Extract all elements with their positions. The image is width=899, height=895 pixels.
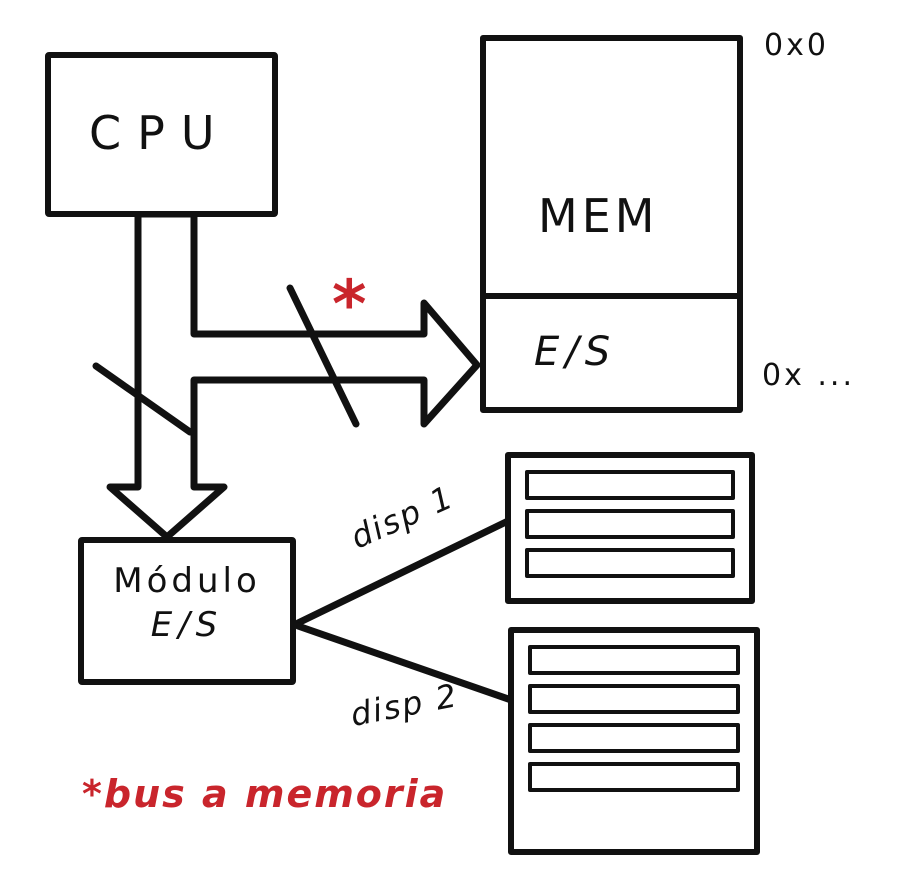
bus-note-text: *bus a memoria xyxy=(82,772,448,816)
device-slot xyxy=(528,684,740,714)
device-slot xyxy=(528,645,740,675)
memory-box: MEM E/S xyxy=(480,35,743,413)
device-slot xyxy=(525,509,735,539)
memory-address-top: 0x0 xyxy=(764,28,829,63)
io-module-label-line1: Módulo xyxy=(113,561,261,601)
memory-label: MEM xyxy=(538,189,659,243)
device-2-box xyxy=(508,627,760,855)
device-link-line-1 xyxy=(294,517,512,627)
bus-width-slash-vertical xyxy=(92,362,194,436)
device-slot xyxy=(528,723,740,753)
memory-io-region-label: E/S xyxy=(534,329,617,375)
io-module-box: Módulo E/S xyxy=(78,537,296,685)
io-module-label-line2: E/S xyxy=(150,605,224,645)
cpu-box: CPU xyxy=(45,52,278,217)
device-1-box xyxy=(505,452,755,604)
bus-note-asterisk: * xyxy=(332,266,367,343)
memory-io-divider xyxy=(485,293,738,299)
device-slot xyxy=(525,470,735,500)
device-slot xyxy=(525,548,735,578)
cpu-label: CPU xyxy=(89,106,231,160)
memory-address-bottom: 0x ... xyxy=(762,358,855,393)
bus-arrows xyxy=(106,210,481,541)
device-link-line-2 xyxy=(294,622,518,705)
bus-width-slash-horizontal xyxy=(286,284,360,428)
device-slot xyxy=(528,762,740,792)
